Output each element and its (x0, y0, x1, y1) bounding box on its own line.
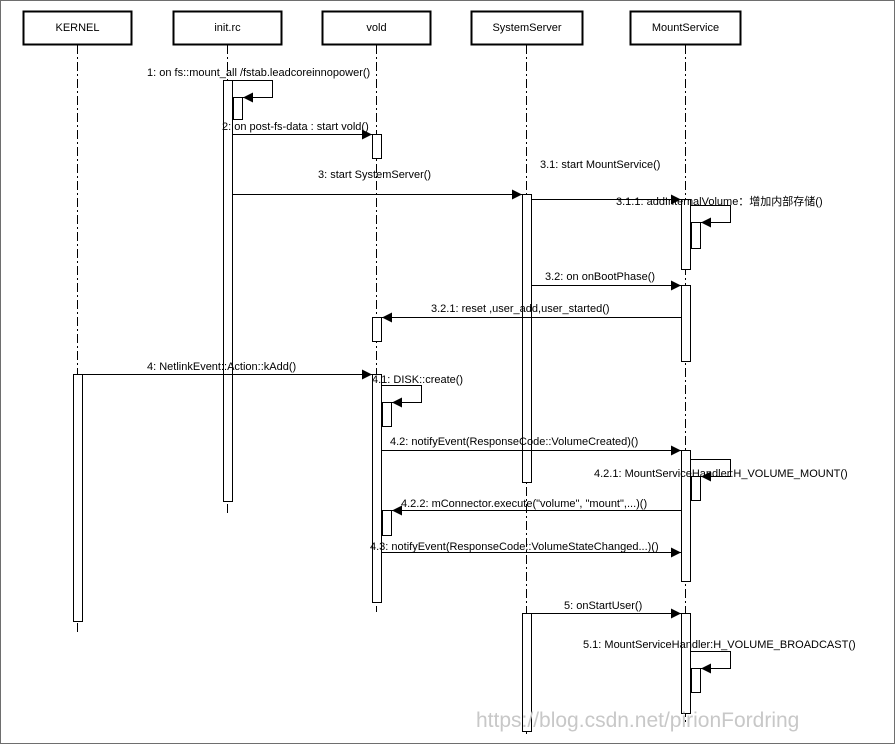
message-4-2-1-label: 4.2.1: MountServiceHandler:H_VOLUME_MOUN… (594, 468, 848, 480)
activation-systemserver (522, 194, 532, 483)
participant-kernel: KERNEL (22, 10, 133, 46)
message-4-1-arrow (381, 385, 422, 408)
activation-mountservice-4 (681, 613, 691, 714)
message-1-label: 1: on fs::mount_all /fstab.leadcoreinnop… (147, 67, 370, 79)
participant-initrc: init.rc (172, 10, 283, 46)
participant-vold: vold (321, 10, 432, 46)
activation-mountservice-2 (681, 285, 691, 362)
activation-mountservice-3 (681, 450, 691, 582)
activation-vold-netlink (372, 374, 382, 603)
watermark-text: https://blog.csdn.net/pirionFordring (476, 709, 799, 732)
activation-mountservice-1-self (691, 222, 701, 249)
message-3-2-label: 3.2: on onBootPhase() (545, 271, 655, 283)
participant-vold-label: vold (366, 22, 386, 34)
activation-vold-reset (372, 317, 382, 342)
message-2-label: 2: on post-fs-data : start vold() (222, 121, 369, 133)
participant-mountservice-label: MountService (652, 22, 719, 34)
message-3-1-label: 3.1: start MountService() (540, 159, 660, 171)
activation-mountservice-1 (681, 199, 691, 270)
participant-systemserver: SystemServer (470, 10, 584, 46)
message-3-label: 3: start SystemServer() (318, 169, 431, 181)
activation-systemserver-2 (522, 613, 532, 732)
message-1-arrow (232, 80, 273, 103)
message-4-2-label: 4.2: notifyEvent(ResponseCode::VolumeCre… (390, 436, 638, 448)
message-4-2-1-arrow (690, 459, 731, 482)
message-4-3-label: 4.3: notifyEvent(ResponseCode::VolumeSta… (370, 541, 659, 553)
message-5-1-arrow (690, 651, 731, 674)
activation-vold-start (372, 134, 382, 159)
activation-initrc (223, 80, 233, 502)
message-4-label: 4: NetlinkEvent::Action::kAdd() (147, 361, 296, 373)
activation-mountservice-3-self (691, 476, 701, 501)
participant-systemserver-label: SystemServer (492, 22, 561, 34)
message-5-1-label: 5.1: MountServiceHandler:H_VOLUME_BROADC… (583, 639, 856, 651)
message-3-1-1-label: 3.1.1: addInternalVolume：增加内部存储() (616, 194, 823, 208)
activation-initrc-self (233, 97, 243, 120)
message-4-1-label: 4.1: DISK::create() (372, 374, 463, 386)
participant-kernel-label: KERNEL (55, 22, 99, 34)
message-3-2-1-label: 3.2.1: reset ,user_add,user_started() (431, 303, 610, 315)
activation-vold-execute (382, 510, 392, 536)
activation-vold-disk-create (382, 402, 392, 427)
message-3-1-1-arrow (690, 205, 731, 228)
participant-mountservice: MountService (629, 10, 742, 46)
activation-kernel (73, 374, 83, 622)
activation-mountservice-4-self (691, 668, 701, 693)
participant-initrc-label: init.rc (214, 22, 241, 34)
message-5-label: 5: onStartUser() (564, 600, 642, 612)
message-4-2-2-label: 4.2.2: mConnector.execute("volume", "mou… (401, 498, 647, 510)
